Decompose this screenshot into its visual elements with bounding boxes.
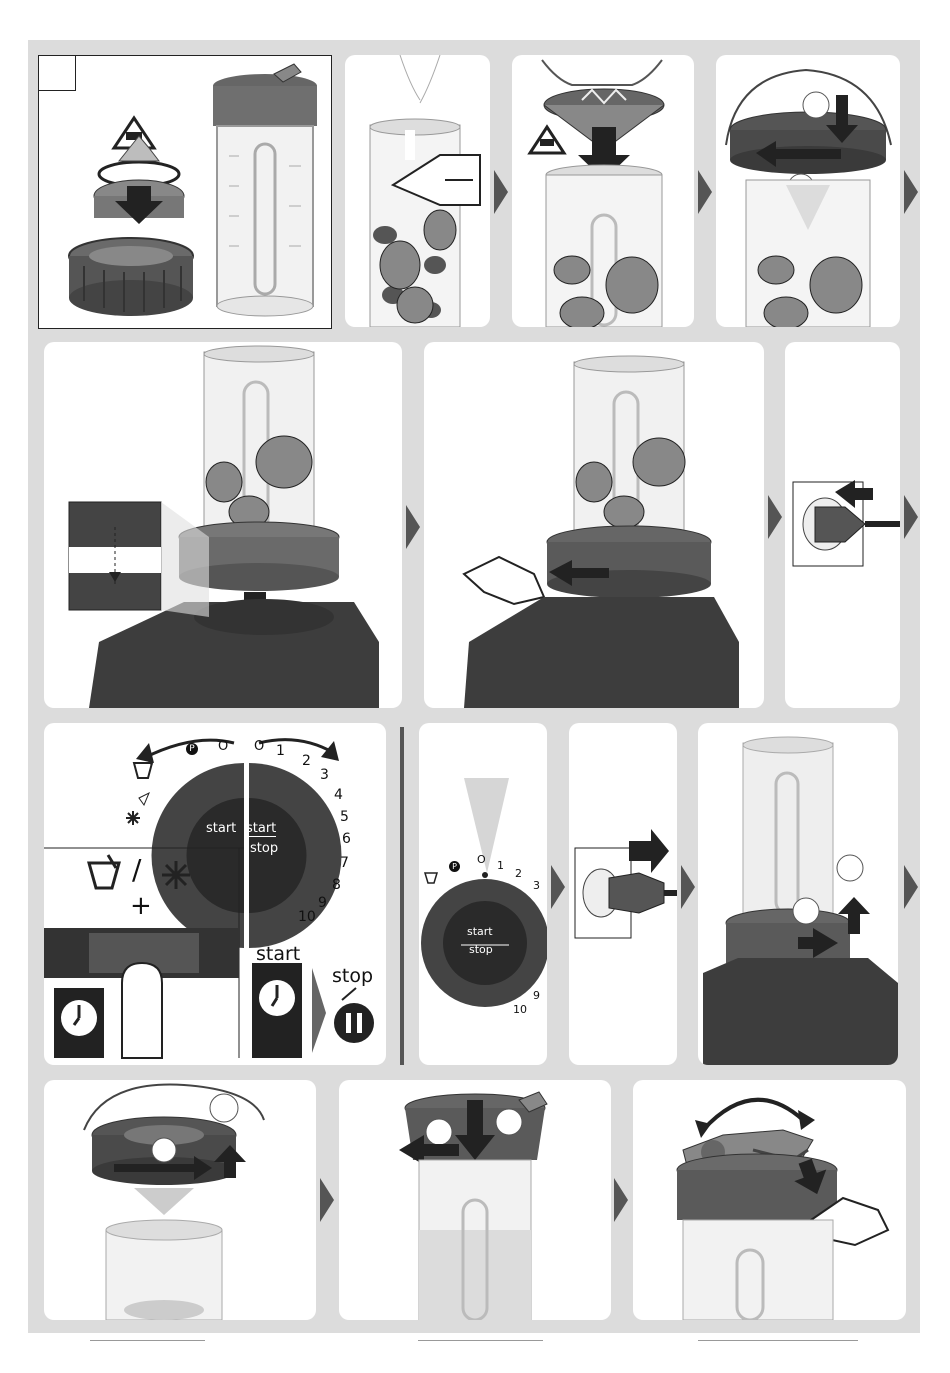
next-arrow xyxy=(681,865,695,909)
dial-zero-marker: O xyxy=(254,739,264,754)
snowflake-icon xyxy=(126,811,140,825)
next-arrow xyxy=(551,865,565,909)
step-13-panel xyxy=(339,1080,611,1320)
mode-selection-illustration xyxy=(44,723,386,1065)
dial-number-6: 6 xyxy=(342,831,351,847)
step-11-panel xyxy=(698,723,898,1065)
dial-number-1: 1 xyxy=(276,743,285,759)
next-arrow xyxy=(904,170,918,214)
flip-cap-illustration xyxy=(633,1080,906,1320)
dial-start-label-left: start xyxy=(206,821,236,836)
step-12-panel xyxy=(44,1080,316,1320)
snowflake-icon xyxy=(162,861,190,889)
blade-and-bottle-illustration xyxy=(39,56,331,328)
step-2-panel xyxy=(345,55,490,327)
step-5-panel xyxy=(44,342,402,708)
step-9-panel: P O 1 2 3 9 10 start stop xyxy=(419,723,547,1065)
small-dial-start: start xyxy=(467,925,493,938)
timer-icon xyxy=(259,980,295,1016)
dial-number-4: 4 xyxy=(334,787,343,803)
dial-p-marker: P xyxy=(186,743,198,755)
cup-icon xyxy=(425,873,437,883)
mode-start-label: start xyxy=(256,943,300,965)
unscrew-ring-illustration xyxy=(44,1080,316,1320)
mode-stop-label: stop xyxy=(332,965,373,987)
remove-bottle-illustration xyxy=(698,723,898,1065)
dial-zero-marker: O xyxy=(218,739,228,754)
screw-ring-illustration xyxy=(716,55,900,327)
step-6-panel xyxy=(424,342,764,708)
timer-icon xyxy=(61,1000,97,1036)
step-4-panel xyxy=(716,55,900,327)
mode-slash: / xyxy=(132,853,141,886)
fill-bottle-illustration xyxy=(345,55,490,327)
next-arrow xyxy=(768,495,782,539)
next-arrow xyxy=(614,1178,628,1222)
small-dial-number-9: 9 xyxy=(533,989,540,1002)
step-14-panel xyxy=(633,1080,906,1320)
step-8-panel: P O O 1 2 3 4 5 6 7 8 9 10 start start s… xyxy=(44,723,386,1065)
mount-on-base-illustration xyxy=(44,342,402,708)
next-arrow xyxy=(320,1178,334,1222)
step-3-panel xyxy=(512,55,694,327)
next-arrow xyxy=(698,170,712,214)
dial-number-3: 3 xyxy=(320,767,329,783)
lock-twist-illustration xyxy=(424,342,764,708)
dial-number-9: 9 xyxy=(318,895,327,911)
hand-blade-warning-icon xyxy=(530,127,564,153)
dial-number-10: 10 xyxy=(298,909,316,925)
dial-number-5: 5 xyxy=(340,809,349,825)
footer-rule xyxy=(90,1340,205,1341)
section-divider xyxy=(400,727,404,1065)
dial-number-7: 7 xyxy=(340,855,349,871)
next-arrow xyxy=(406,505,420,549)
plug-icon xyxy=(609,873,677,913)
footer-rule xyxy=(698,1340,858,1341)
step-1-panel xyxy=(38,55,332,329)
small-dial-number-1: 1 xyxy=(497,859,504,872)
small-dial-p: P xyxy=(449,861,460,872)
close-lid-illustration xyxy=(339,1080,611,1320)
small-dial-number-10: 10 xyxy=(513,1003,527,1016)
dial-to-zero-illustration xyxy=(419,723,547,1065)
dial-number-8: 8 xyxy=(332,877,341,893)
dial-start-label-right: start xyxy=(246,821,276,837)
insert-blade-illustration xyxy=(512,55,694,327)
next-arrow xyxy=(904,865,918,909)
mode-plus: + xyxy=(130,891,152,921)
dial-number-2: 2 xyxy=(302,753,311,769)
step-7-panel xyxy=(785,342,900,708)
plug-in-illustration xyxy=(785,342,900,708)
small-dial-zero: O xyxy=(477,853,486,866)
pause-icon xyxy=(334,1003,374,1043)
small-dial-number-3: 3 xyxy=(533,879,540,892)
small-dial-stop: stop xyxy=(469,943,493,956)
footer-rule xyxy=(418,1340,543,1341)
unplug-illustration xyxy=(569,723,677,1065)
next-arrow xyxy=(494,170,508,214)
cup-icon xyxy=(89,855,119,888)
step-10-panel xyxy=(569,723,677,1065)
next-arrow xyxy=(904,495,918,539)
dial-stop-label: stop xyxy=(250,841,278,856)
cup-icon xyxy=(134,758,152,778)
small-dial-number-2: 2 xyxy=(515,867,522,880)
